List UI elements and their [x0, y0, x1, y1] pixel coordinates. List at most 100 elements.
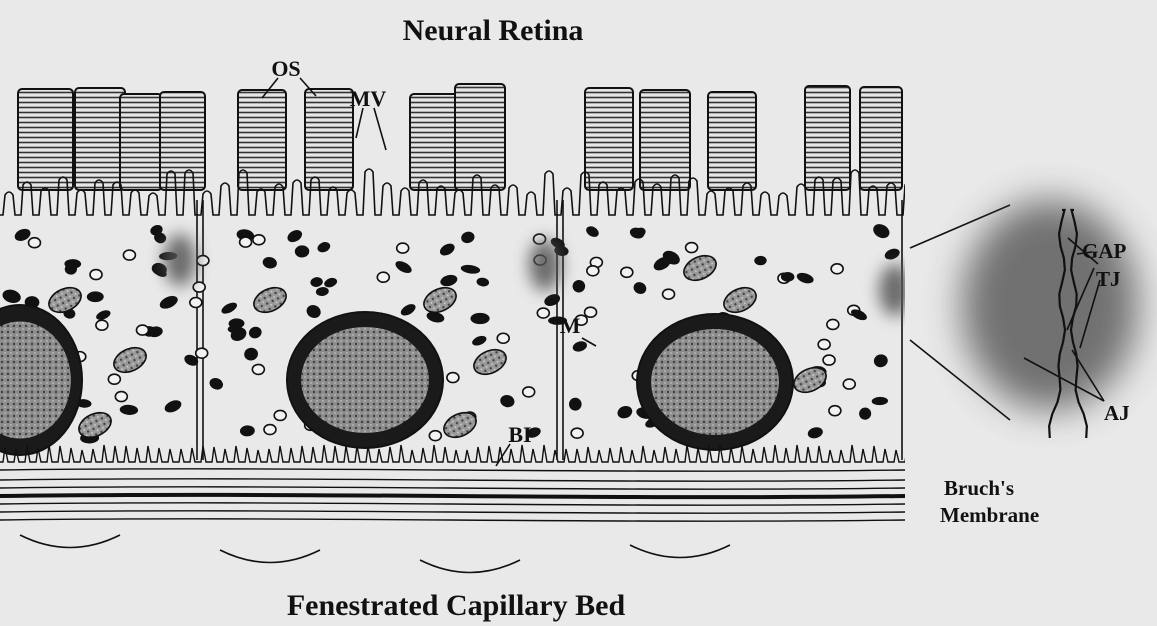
melanin-granule — [158, 293, 180, 311]
outer-segment — [75, 88, 125, 190]
mitochondrion — [680, 251, 720, 285]
melanin-granule — [119, 404, 138, 415]
melanin-granule — [795, 271, 814, 285]
vesicle — [253, 235, 265, 245]
vesicle — [90, 270, 102, 280]
vesicle — [571, 428, 583, 438]
melanin-granule — [631, 280, 648, 296]
bruch-layer — [0, 495, 905, 497]
bruch-layer — [0, 519, 905, 521]
bruch-layer — [0, 479, 905, 481]
cell-border — [197, 200, 203, 460]
capillary-outline — [630, 545, 730, 558]
melanin-granule — [571, 278, 588, 295]
melanin-granule — [807, 426, 825, 440]
vesicle — [823, 355, 835, 365]
vesicle — [190, 298, 202, 308]
label-aj: AJ — [1104, 401, 1130, 425]
bruch-layer — [0, 503, 905, 505]
label-bruchs-line2: Membrane — [940, 503, 1039, 527]
label-m: M — [560, 313, 581, 338]
vesicle — [447, 373, 459, 383]
melanin-granule — [616, 404, 634, 420]
melanin-granule — [499, 393, 516, 408]
melanin-granule — [315, 286, 329, 296]
title-neural-retina: Neural Retina — [403, 14, 584, 47]
vesicle — [115, 392, 127, 402]
melanin-granule — [439, 273, 459, 288]
melanin-granule — [871, 221, 892, 241]
melanin-granule — [584, 224, 600, 239]
melanin-granule — [542, 292, 561, 308]
vesicle — [587, 266, 599, 276]
outer-segment — [238, 90, 286, 190]
outer-segment — [305, 89, 353, 190]
outer-segment — [708, 92, 756, 190]
melanin-granule — [872, 353, 889, 369]
mitochondrion — [470, 345, 510, 379]
vesicle — [274, 410, 286, 420]
melanin-granule — [754, 256, 767, 266]
capillary-outline — [420, 560, 520, 573]
junction-shade — [879, 264, 911, 316]
melanin-granule — [208, 376, 225, 392]
inset-shading — [962, 200, 1138, 410]
bruch-layer — [0, 487, 905, 489]
nucleus-chromatin — [651, 329, 779, 435]
melanin-granule — [883, 247, 901, 262]
outer-segment — [640, 90, 690, 190]
melanin-granule — [304, 303, 323, 321]
melanin-granule — [857, 405, 874, 422]
vesicle — [136, 325, 148, 335]
vesicle — [827, 319, 839, 329]
outer-segment — [410, 94, 460, 190]
rpe-cell-layer — [0, 84, 915, 573]
vesicle — [829, 406, 841, 416]
melanin-granule — [220, 300, 239, 316]
label-os: OS — [271, 56, 300, 81]
mitochondrion — [250, 283, 290, 317]
basal-infoldings — [0, 445, 910, 462]
mitochondrion — [110, 343, 150, 377]
vesicle — [28, 238, 40, 248]
title-fenestrated-capillary-bed: Fenestrated Capillary Bed — [287, 589, 626, 622]
vesicle — [523, 387, 535, 397]
vesicle — [818, 339, 830, 349]
outer-segment — [585, 88, 633, 190]
outer-segment — [18, 89, 73, 190]
nucleus-chromatin — [301, 327, 429, 433]
melanin-granule — [571, 340, 588, 354]
melanin-granule — [87, 291, 104, 302]
outer-segment — [120, 94, 162, 190]
melanin-granule — [243, 347, 259, 362]
melanin-granule — [471, 334, 488, 347]
vesicle — [96, 320, 108, 330]
vesicle — [377, 272, 389, 282]
vesicle — [252, 364, 264, 374]
vesicle — [193, 282, 205, 292]
outer-segment — [860, 87, 902, 190]
melanin-granule — [1, 288, 22, 306]
bruch-layer — [0, 511, 905, 513]
melanin-granule — [438, 241, 457, 258]
vesicle — [123, 250, 135, 260]
bruch-layer — [0, 469, 905, 471]
cell-border — [902, 200, 908, 460]
melanin-granule — [240, 425, 256, 437]
melanin-granule — [569, 397, 582, 411]
mitochondrion — [420, 283, 460, 317]
vesicle — [621, 267, 633, 277]
label-mv: MV — [350, 86, 387, 111]
melanin-granule — [163, 398, 183, 415]
vesicle — [108, 374, 120, 384]
photoreceptor-outer-segments — [18, 84, 902, 190]
melanin-granule — [247, 325, 263, 340]
melanin-granule — [460, 264, 480, 275]
outer-segment — [455, 84, 505, 190]
melanin-granule — [295, 245, 310, 258]
melanin-granule — [460, 230, 476, 245]
bruchs-membrane-layers — [0, 469, 905, 573]
melanin-granule — [316, 240, 332, 254]
vesicle — [831, 264, 843, 274]
